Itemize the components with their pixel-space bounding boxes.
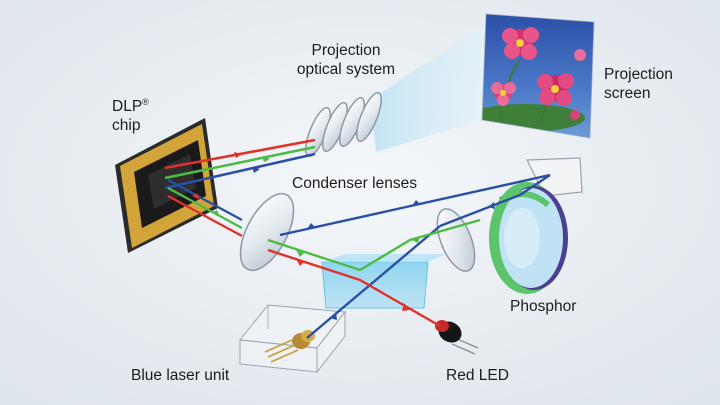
- flower-1: [502, 27, 539, 60]
- projection-screen-image: [481, 13, 595, 139]
- flower-2: [537, 73, 574, 106]
- phosphor-wheel: [489, 182, 568, 294]
- label-projection-screen: Projection screen: [604, 65, 682, 103]
- label-projection-screen-line2: screen: [604, 85, 651, 102]
- label-projection-optical-system: Projection optical system: [284, 41, 408, 79]
- label-dlp-chip: DLP® chip: [112, 93, 149, 135]
- light-beams: [164, 138, 551, 339]
- label-blue-laser-unit: Blue laser unit: [131, 367, 230, 384]
- condenser-lens-left: [239, 192, 295, 272]
- prism: [321, 254, 446, 309]
- label-condenser-lenses: Condenser lenses: [292, 175, 417, 192]
- projection-light-cone: [370, 20, 492, 152]
- label-red-led: Red LED: [446, 367, 509, 384]
- label-projection-optical-system-line2: optical system: [296, 61, 396, 78]
- registered-mark: ®: [142, 97, 149, 107]
- label-phosphor: Phosphor: [510, 298, 577, 315]
- projection-lens-stack: [305, 91, 382, 158]
- blue-laser-unit: [239, 304, 346, 374]
- label-projection-optical-system-line1: Projection: [311, 42, 381, 59]
- red-led: [435, 320, 479, 355]
- label-dlp-text: DLP: [112, 98, 143, 115]
- label-chip-text: chip: [112, 117, 141, 134]
- label-projection-screen-line1: Projection: [604, 66, 673, 83]
- flower-3: [491, 82, 516, 106]
